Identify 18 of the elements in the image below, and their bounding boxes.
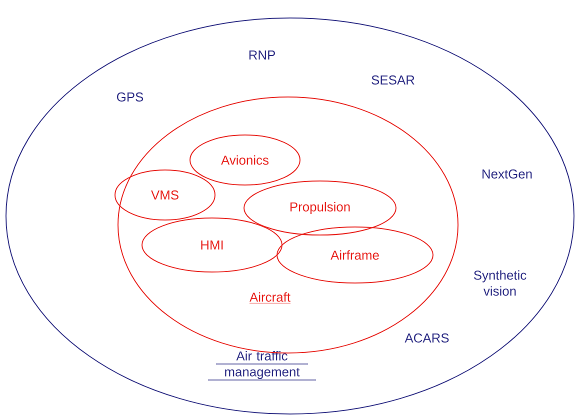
label: RNP: [249, 50, 275, 60]
ellipse: [142, 218, 282, 272]
group-label: Air traffic management: [208, 351, 316, 380]
node-label: HMI: [201, 240, 223, 250]
ellipse: [190, 134, 300, 186]
label: SESAR: [372, 75, 414, 85]
ellipse: [114, 170, 216, 220]
ellipse: [244, 180, 396, 236]
node-label: Airframe: [330, 250, 379, 260]
label: ACARS: [404, 333, 449, 343]
group-label: Aircraft: [249, 292, 291, 304]
ellipse: [276, 226, 434, 284]
label: NextGen: [482, 169, 532, 179]
label: GPS: [116, 92, 144, 102]
node-label: Avionics: [221, 155, 269, 165]
node-label: VMS: [151, 190, 178, 200]
label: Synthetic vision: [474, 270, 526, 296]
node-label: Propulsion: [290, 202, 350, 214]
